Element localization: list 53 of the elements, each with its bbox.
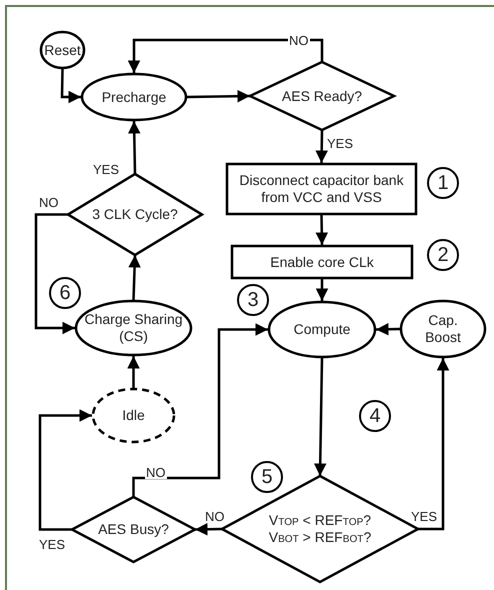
edge-label: YES	[410, 510, 438, 523]
step-number: 1	[427, 167, 459, 199]
node-label: Compute	[294, 321, 350, 338]
node-label: AES Busy?	[98, 521, 169, 538]
edge-label: NO	[38, 196, 60, 209]
start-ellipse	[40, 31, 85, 69]
arrow	[316, 214, 328, 246]
state-ellipse	[75, 300, 192, 356]
arrow	[127, 356, 140, 388]
process-box	[231, 245, 413, 279]
arrow	[128, 120, 140, 174]
arrow	[60, 68, 81, 104]
edge-label: YES	[38, 538, 66, 551]
arrow	[38, 409, 92, 531]
node-label: Disconnect capacitor bank from VCC and VSS	[238, 172, 405, 206]
step-number: 2	[427, 239, 459, 271]
arrow	[316, 279, 328, 301]
node-label: Charge Sharing (CS)	[84, 311, 184, 345]
step-number: 3	[237, 284, 269, 316]
arrow	[186, 90, 250, 102]
node-label: Cap. Boost	[424, 312, 462, 346]
decision-diamond	[250, 62, 394, 130]
edge-label: YES	[326, 137, 354, 150]
edge-label: NO	[288, 34, 310, 47]
state-ellipse	[268, 301, 376, 358]
arrow	[376, 323, 400, 336]
state-ellipse	[81, 73, 187, 121]
step-number: 5	[251, 461, 283, 493]
arrow	[34, 213, 75, 334]
step-number: 4	[359, 400, 391, 432]
node-label: Enable core CLk	[270, 254, 374, 270]
process-box	[226, 163, 417, 215]
arrow	[128, 254, 141, 300]
idle-ellipse	[92, 388, 175, 443]
step-number: 6	[49, 277, 81, 309]
decision-diamond	[72, 497, 195, 562]
node-label: Reset	[44, 42, 81, 58]
edge-label: YES	[92, 163, 120, 176]
arrow	[315, 130, 328, 164]
edge-label: NO	[204, 510, 226, 523]
arrow	[194, 523, 222, 536]
decision-diamond	[68, 174, 202, 255]
arrow	[132, 323, 268, 497]
node-label: Precharge	[102, 88, 166, 106]
state-ellipse	[400, 300, 486, 358]
arrow	[128, 38, 324, 73]
node-label: V$_{TOP}$ < REF$_{TOP}$? V$_{BOT}$ > REF$_{BOT}$?	[268, 512, 372, 546]
node-label: Idle	[122, 407, 145, 424]
node-label: 3 CLK Cycle?	[92, 206, 178, 223]
node-label: AES Ready?	[282, 88, 362, 104]
edge-label: NO	[145, 466, 166, 479]
arrow	[418, 358, 450, 530]
arrow	[314, 358, 326, 476]
